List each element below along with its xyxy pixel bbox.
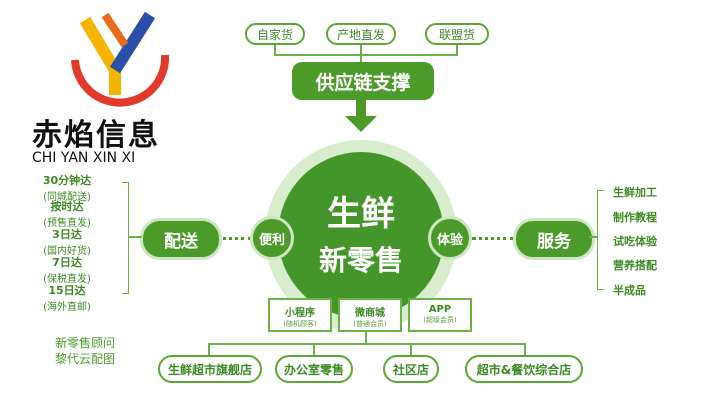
- source-origin-direct: 产地直发: [326, 23, 396, 45]
- delivery-pill: 配送: [140, 218, 222, 260]
- service-item: 试吃体验: [613, 235, 657, 248]
- center-circle: 生鲜 新零售: [278, 152, 444, 318]
- channel-mini-program: 小程序(随机顾客): [268, 298, 332, 332]
- delivery-item: 3日达(国内好货): [43, 228, 91, 257]
- service-bracket: [597, 190, 604, 290]
- logo-subtitle: CHI YAN XIN XI: [32, 150, 136, 166]
- caption-line: 新零售顾问: [55, 336, 116, 350]
- store-supermarket-dining: 超市&餐饮综合店: [465, 355, 583, 383]
- logo: 赤焰信息 CHI YAN XIN XI: [32, 0, 190, 170]
- store-flagship: 生鲜超市旗舰店: [158, 355, 262, 383]
- store-community: 社区店: [383, 355, 439, 383]
- experience-node: 体验: [428, 216, 472, 260]
- arrow-down-icon: [345, 100, 377, 132]
- store-office: 办公室零售: [275, 355, 353, 383]
- service-item: 营养搭配: [613, 259, 657, 272]
- channel-wechat-mall: 微商城(普通会员): [338, 298, 402, 332]
- delivery-item: 按时达(预售直发): [43, 200, 91, 229]
- channel-app: APP(超级会员): [408, 298, 472, 332]
- delivery-item: 30分钟达(同城配送): [42, 174, 92, 203]
- source-alliance-goods: 联盟货: [425, 23, 489, 45]
- caption: 新零售顾问 黎代云配图: [55, 335, 115, 367]
- caption-line: 黎代云配图: [55, 352, 116, 366]
- service-pill: 服务: [513, 218, 595, 260]
- convenience-node: 便利: [250, 216, 294, 260]
- service-item: 生鲜加工: [613, 186, 657, 199]
- delivery-item: 15日达(海外直邮): [43, 284, 91, 313]
- logo-brand: 赤焰信息: [32, 118, 160, 153]
- source-own-goods: 自家货: [245, 23, 305, 45]
- delivery-bracket: [122, 182, 129, 294]
- service-item: 半成品: [613, 284, 646, 297]
- supply-chain-banner: 供应链支撑: [292, 62, 434, 100]
- delivery-item: 7日达(保税直发): [43, 256, 91, 285]
- center-subtitle: 新零售: [318, 244, 403, 277]
- service-item: 制作教程: [613, 211, 657, 224]
- logo-mark-icon: [71, 11, 170, 107]
- center-title: 生鲜: [327, 194, 395, 234]
